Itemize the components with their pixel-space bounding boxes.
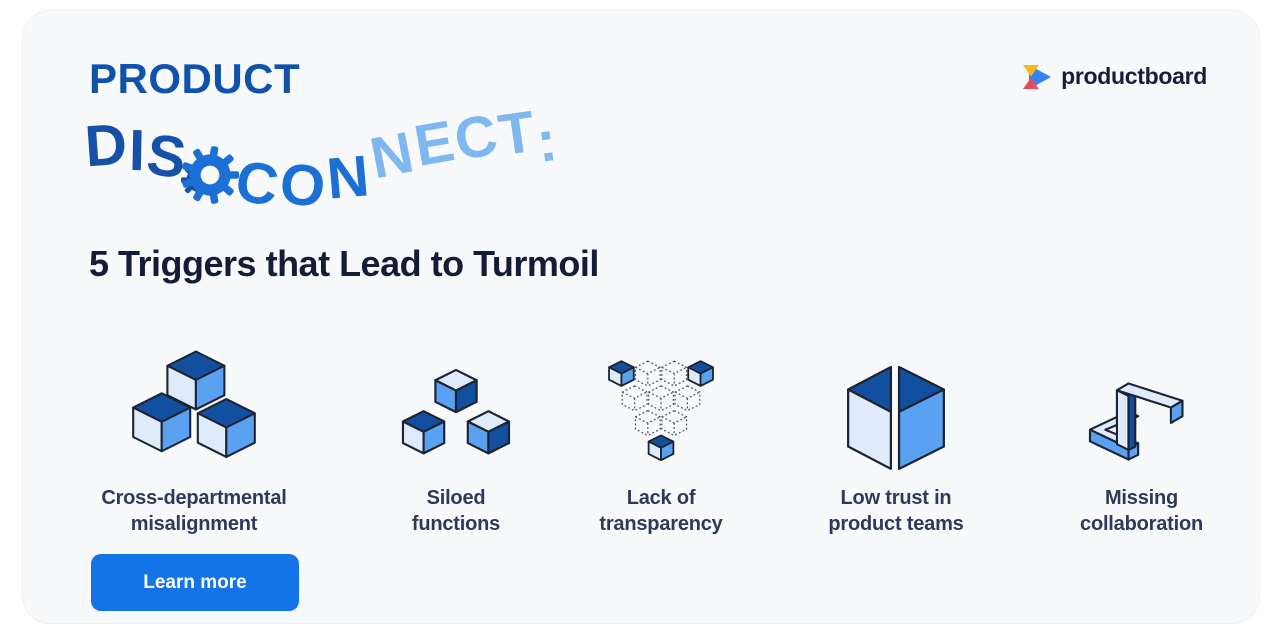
gear-icon — [181, 146, 239, 204]
title-letter: I — [128, 117, 146, 184]
separated-cubes-icon — [393, 333, 519, 475]
title-letter: C — [230, 148, 283, 219]
title-letter: C — [449, 101, 503, 174]
trigger-low-trust: Low trust in product teams — [786, 333, 1006, 537]
interlocked-cubes-icon — [118, 333, 270, 475]
learn-more-button[interactable]: Learn more — [91, 554, 299, 611]
trigger-label: Siloed functions — [412, 485, 500, 537]
trigger-label-line: Siloed — [426, 487, 486, 509]
trigger-label-line: Low trust in — [840, 487, 952, 509]
title-letter: N — [364, 119, 419, 192]
trigger-label-line: Cross-departmental — [101, 487, 287, 509]
trigger-lack-of-transparency: Lack of transparency — [566, 333, 756, 537]
title-letter: N — [323, 143, 372, 212]
trigger-label-line: product teams — [828, 513, 964, 535]
trigger-label-line: functions — [411, 513, 501, 535]
trigger-label: Lack of transparency — [599, 485, 722, 537]
title-line2: DIS CONNECT: — [82, 97, 560, 257]
trigger-label: Cross-departmental misalignment — [101, 485, 287, 537]
impossible-shape-icon — [1084, 333, 1200, 475]
trigger-label: Low trust in product teams — [828, 485, 963, 537]
title-letter: E — [409, 108, 459, 179]
split-cube-icon — [840, 333, 952, 475]
banner-card: productboard PRODUCT DIS — [22, 10, 1260, 624]
productboard-mark-icon — [1023, 64, 1052, 89]
productboard-wordmark: productboard — [1061, 63, 1207, 89]
trigger-missing-collaboration: Missing collaboration — [1029, 333, 1254, 537]
trigger-cross-departmental: Cross-departmental misalignment — [64, 333, 324, 537]
trigger-label-line: Missing — [1104, 487, 1179, 509]
page-title: 5 Triggers that Lead to Turmoil — [89, 243, 599, 284]
dotted-cube-triangle-icon — [599, 333, 723, 475]
productboard-logo: productboard — [1022, 63, 1207, 90]
title-letter: D — [82, 111, 130, 180]
trigger-label: Missing collaboration — [1080, 485, 1203, 537]
trigger-label-line: Lack of — [626, 487, 696, 509]
title-letter: O — [276, 150, 329, 221]
trigger-label-line: collaboration — [1080, 513, 1203, 535]
title-letter: S — [143, 121, 190, 192]
title-line1: PRODUCT — [89, 55, 301, 102]
trigger-siloed-functions: Siloed functions — [361, 333, 551, 537]
trigger-label-line: transparency — [599, 513, 723, 535]
trigger-label-line: misalignment — [130, 513, 258, 535]
